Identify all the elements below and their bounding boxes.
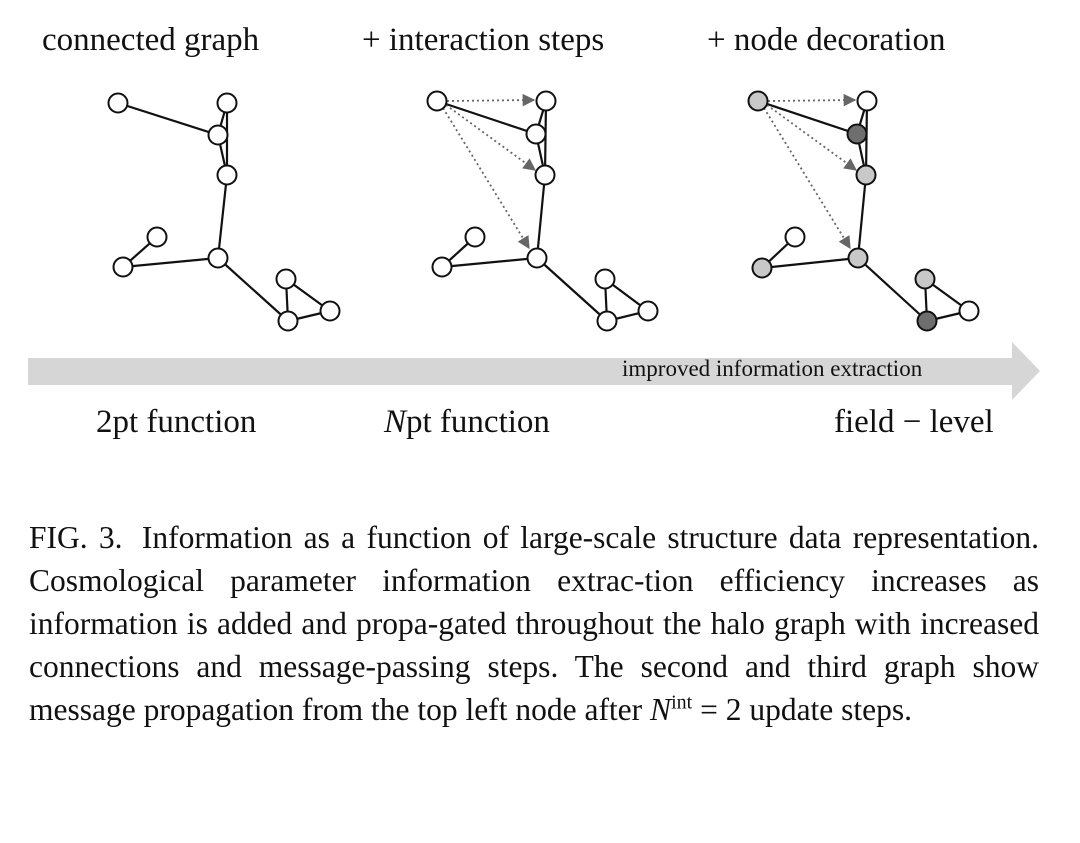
graph-node: [596, 310, 618, 332]
graph-node: [207, 124, 229, 146]
progress-arrow: [28, 342, 1040, 400]
graph-node: [207, 247, 229, 269]
figure-caption: FIG. 3. Information as a function of lar…: [29, 516, 1039, 731]
graph-node: [637, 300, 659, 322]
graph-node: [146, 226, 168, 248]
graph-node: [426, 90, 448, 112]
graph-node: [916, 310, 938, 332]
graph-node: [594, 268, 616, 290]
graph-node: [216, 92, 238, 114]
graph-node: [526, 247, 548, 269]
graphs-svg: [28, 90, 1040, 400]
bottom-label-2pt: 2pt function: [96, 404, 257, 440]
graph-node: [112, 256, 134, 278]
caption-label: FIG. 3.: [29, 520, 123, 555]
figure-area: connected graph + interaction steps + no…: [28, 22, 1040, 441]
panel-title-interaction-steps: + interaction steps: [362, 22, 605, 58]
message-arrows-panel-3: [763, 93, 858, 250]
graph-node: [751, 257, 773, 279]
graph-node: [846, 123, 868, 145]
caption-text-1: Information as a function of large-scale…: [29, 520, 1039, 727]
caption-math-sup: int: [671, 691, 693, 714]
graph-node: [914, 268, 936, 290]
graph-node: [107, 92, 129, 114]
npt-rest: pt function: [406, 404, 550, 440]
graph-node: [277, 310, 299, 332]
panel-title-connected-graph: connected graph: [42, 22, 260, 58]
graph-node: [535, 90, 557, 112]
panel-title-node-decoration: + node decoration: [707, 22, 946, 58]
graph-node: [431, 256, 453, 278]
graph-node: [958, 300, 980, 322]
graph-node: [855, 164, 877, 186]
arrow-label: improved information extraction: [622, 356, 923, 381]
graph-node: [534, 164, 556, 186]
caption-math-n: N: [650, 692, 672, 727]
graph-node: [319, 300, 341, 322]
bottom-label-field-level: field − level: [834, 404, 994, 440]
caption-text-2: update steps.: [741, 692, 913, 727]
graph-node: [464, 226, 486, 248]
graph-panel-3-nodes: [747, 90, 980, 332]
bottom-label-npt: Npt function: [384, 404, 550, 441]
graph-node: [216, 164, 238, 186]
graph-node: [275, 268, 297, 290]
message-arrows-panel-2: [442, 93, 537, 250]
graph-node: [747, 90, 769, 112]
caption-math-rest: = 2: [692, 692, 742, 727]
graph-node: [847, 247, 869, 269]
graph-panel-1-nodes: [107, 92, 341, 332]
graph-node: [525, 123, 547, 145]
graph-node: [784, 226, 806, 248]
graph-panel-2-nodes: [426, 90, 659, 332]
graph-node: [856, 90, 878, 112]
npt-italic-n: N: [384, 404, 407, 440]
